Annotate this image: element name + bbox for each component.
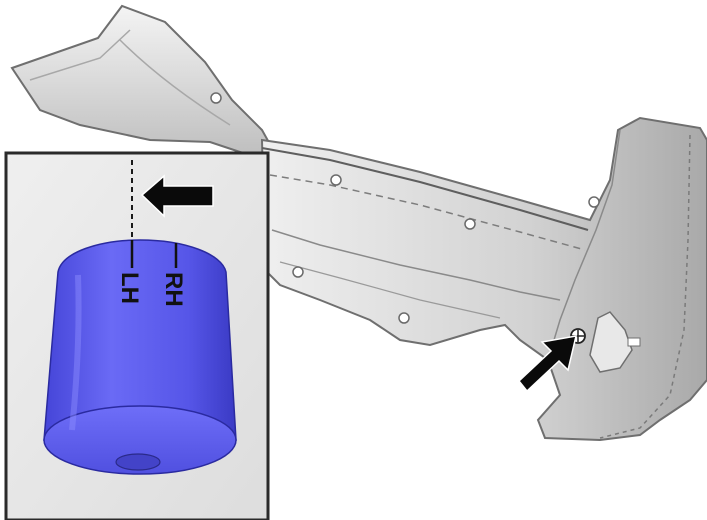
rh-label: RH xyxy=(160,272,187,307)
bumper-hole xyxy=(464,218,476,230)
bumper-upper-lip xyxy=(261,147,589,231)
cylinder-bottom-hole xyxy=(115,453,161,471)
bumper-bracket xyxy=(589,311,633,373)
lh-label: LH xyxy=(116,272,143,304)
bumper-cover xyxy=(10,4,707,442)
bumper-lower-valance-2 xyxy=(279,261,501,319)
cylinder-bottom-face xyxy=(43,405,237,475)
cylinder-highlight xyxy=(69,274,82,431)
bumper-lower-valance xyxy=(271,229,561,301)
bumper-hole xyxy=(588,196,600,208)
bumper-hole xyxy=(398,312,410,324)
bumper-main-body xyxy=(260,116,707,442)
bumper-hole xyxy=(292,266,304,278)
cylinder-side xyxy=(43,239,237,441)
bumper-right-wing-edge xyxy=(547,129,621,361)
bumper-hole xyxy=(210,92,222,104)
bumper-upper-lip-dash xyxy=(269,174,586,251)
bumper-bracket-tab xyxy=(627,337,641,347)
bumper-left-wing-crease xyxy=(29,29,231,126)
cylinder xyxy=(43,239,237,475)
arrow-up-right-icon xyxy=(517,335,577,393)
bumper-right-wing-edge-2 xyxy=(599,134,691,439)
arrow-left-icon xyxy=(140,174,214,218)
bumper-left-wing xyxy=(10,4,274,162)
bumper-hole xyxy=(330,174,342,186)
inset-detail: LH RH xyxy=(4,151,270,520)
